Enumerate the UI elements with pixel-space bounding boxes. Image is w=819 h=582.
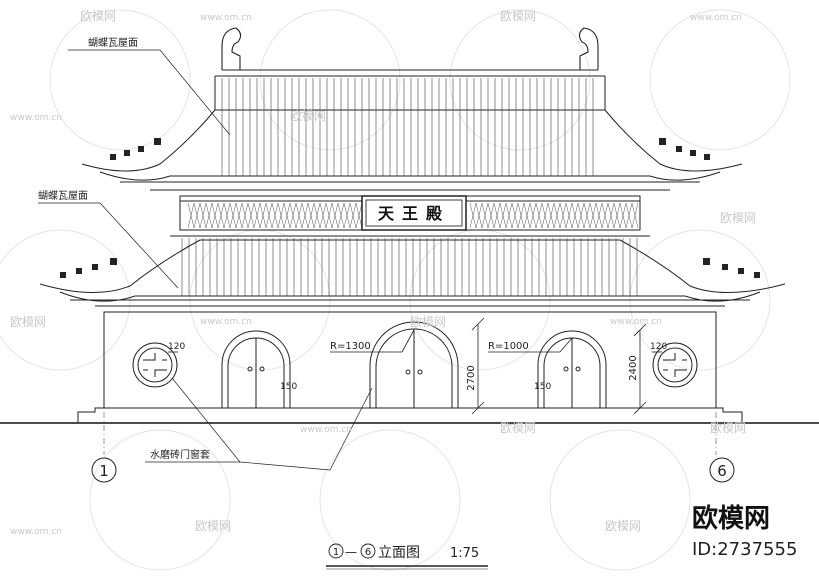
svg-text:欧模网: 欧模网 [80,9,116,23]
callout-roof-upper: 蝴蝶瓦屋面 [88,36,138,49]
svg-text:欧模网: 欧模网 [10,315,46,329]
title-scale: 1:75 [450,546,479,561]
door-left [221,330,291,408]
eave-figures [60,138,760,278]
dimension-lines [168,317,662,415]
ridge-ornaments [221,27,599,70]
plaque-text: 天王殿 [378,204,450,223]
dim-radius-side: R=1000 [488,341,529,352]
dim-height-side: 2400 [628,355,639,380]
svg-text:www.om.cn: www.om.cn [200,13,252,23]
dim-window-right: 120 [650,342,667,352]
title-axis-to: 6 [365,547,371,558]
svg-text:www.om.cn: www.om.cn [690,13,742,23]
lower-wall [103,311,717,409]
brand-logo: 欧模网 [692,503,770,534]
door-knockers [247,366,581,375]
callout-leaders [38,49,373,471]
base-plinth [77,315,743,423]
svg-text:www.om.cn: www.om.cn [300,425,352,435]
drawing-title: 1 — 6 立面图 1:75 [326,543,488,570]
title-dash: — [345,545,357,559]
lower-roof [39,229,786,307]
lattice-panels [187,202,639,229]
axis-bubbles [91,457,735,483]
id-label: ID:2737555 [692,539,797,560]
svg-text:欧模网: 欧模网 [605,519,641,533]
svg-text:欧模网: 欧模网 [710,421,746,435]
svg-text:www.om.cn: www.om.cn [610,317,662,327]
svg-text:欧模网: 欧模网 [195,519,231,533]
upper-roof-tiles [221,78,594,176]
dim-radius-center: R=1300 [330,341,371,352]
title-axis-from: 1 [333,547,339,558]
axis-label-left: 1 [99,462,109,480]
svg-text:欧模网: 欧模网 [410,315,446,329]
svg-text:www.om.cn: www.om.cn [200,317,252,327]
svg-text:欧模网: 欧模网 [720,211,756,225]
lower-roof-tiles [181,238,638,296]
callout-roof-lower: 蝴蝶瓦屋面 [38,189,88,202]
svg-text:欧模网: 欧模网 [500,9,536,23]
dim-height-center: 2700 [466,365,477,390]
dim-left-150: 150 [280,382,297,392]
arched-doors [221,321,607,408]
svg-text:欧模网: 欧模网 [290,109,326,123]
door-right [537,330,607,408]
watermarks: 欧模网 www.om.cn 欧模网 www.om.cn www.om.cn 欧模… [10,9,756,537]
axis-lines [103,412,717,455]
callout-door-frame: 水磨砖门窗套 [150,448,210,461]
svg-text:www.om.cn: www.om.cn [10,113,62,123]
svg-text:www.om.cn: www.om.cn [10,527,62,537]
upper-roof [81,69,743,191]
dim-right-150: 150 [534,382,551,392]
title-text: 立面图 [378,545,420,561]
axis-label-right: 6 [717,462,727,480]
door-center [369,321,459,408]
dim-window-left: 120 [168,342,185,352]
name-plaque: 天王殿 [361,195,467,231]
svg-text:欧模网: 欧模网 [500,421,536,435]
round-windows [132,342,698,388]
